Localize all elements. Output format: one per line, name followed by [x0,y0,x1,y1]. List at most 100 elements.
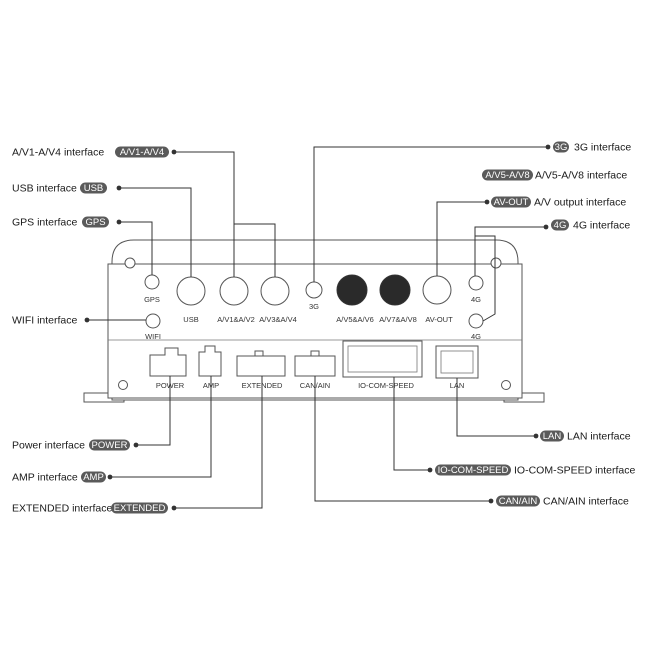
callout-gps-text: GPS interface [12,217,78,229]
wifi-port [145,313,161,329]
callout-power-tag-text: POWER [92,440,128,451]
power-port [149,347,187,377]
av-out-port-label: AV-OUT [425,315,453,324]
g4-top-port-label: 4G [471,295,481,304]
callout-usb-tag-text: USB [84,183,104,194]
leader-usb [119,187,192,277]
leader-dot-extended [171,505,177,511]
leader-lan [456,378,536,437]
leader-4g-bottom [474,227,496,322]
wifi-port-label: WIFI [145,332,161,341]
usb-port-label: USB [183,315,198,324]
callout-av14-text: A/V1-A/V4 interface [12,147,104,159]
callout-iocom-tag-text: IO-COM-SPEED [438,465,509,476]
canain-latch [310,350,320,357]
callout-usb-tag [80,182,107,194]
callout-wifi-text: WIFI interface [12,315,78,327]
callout-amp-tag [81,471,106,483]
callout-lan-text: LAN interface [567,431,631,443]
leader-canain [314,376,491,502]
leader-gps [119,221,153,275]
callout-av58-tag [482,169,533,181]
leader-dot-avout [484,199,490,205]
callout-av14-tag-text: A/V1-A/V4 [120,147,164,158]
canain-port [294,355,336,377]
io-com-speed-port [342,340,423,378]
callout-4g-tag-text: 4G [554,220,567,231]
gps-port [144,274,160,290]
callout-4g-tag [551,219,569,231]
callout-lan-tag-text: LAN [543,431,562,442]
io-com-speed-port-label: IO-COM-SPEED [358,381,414,390]
leader-dot-lan [533,433,539,439]
usb-port [176,276,206,306]
leader-dot-amp [107,474,113,480]
av3-av4-port-label: A/V3&A/V4 [259,315,297,324]
av5-av6-port [336,274,368,306]
callout-av58-tag-text: A/V5-A/V8 [485,170,529,181]
callout-power-text: Power interface [12,440,85,452]
left-callouts: A/V1-A/V4 interface A/V1-A/V4 USB interf… [12,146,169,515]
leader-dot-usb [116,185,122,191]
leader-dot-iocom [427,467,433,473]
callout-av58-text: A/V5-A/V8 interface [535,170,627,182]
leader-av14-main [174,151,235,277]
callout-av14-tag [115,146,169,158]
callout-extended-text: EXTENDED interface [12,503,113,515]
leader-amp [110,376,212,478]
g3-port [305,281,323,299]
av7-av8-port-label: A/V7&A/V8 [379,315,417,324]
screw-top-left [124,257,136,269]
lan-port-inner [440,350,474,374]
leader-iocom [393,377,430,471]
callout-usb-text: USB interface [12,183,77,195]
callout-extended-tag-text: EXTENDED [114,503,166,514]
av7-av8-port [379,274,411,306]
leader-dot-canain [488,498,494,504]
callout-canain-tag-text: CAN/AIN [499,496,538,507]
callout-amp-tag-text: AMP [83,472,104,483]
leader-power [136,376,171,446]
callout-4g-text: 4G interface [573,220,630,232]
callout-extended-tag [111,502,168,514]
callout-amp-text: AMP interface [12,472,78,484]
leader-lines [84,144,551,511]
screw-top-right [490,257,502,269]
extended-latch [254,350,264,357]
leader-dot-3g [545,144,551,150]
leader-dot-wifi [84,317,90,323]
callout-avout-tag [491,196,531,208]
extended-port [236,355,286,377]
gps-port-label: GPS [144,295,160,304]
callout-canain-tag [496,495,540,507]
av5-av6-port-label: A/V5&A/V6 [336,315,374,324]
callout-3g-text: 3G interface [574,142,631,154]
g4-top-port [468,275,484,291]
leader-extended [174,376,263,509]
right-callouts: 3G 3G interface A/V5-A/V8 A/V5-A/V8 inte… [435,141,636,508]
leader-3g [313,146,548,282]
callout-gps-tag-text: GPS [85,217,105,228]
callout-gps-tag [82,216,109,228]
callout-power-tag [89,439,130,451]
av1-av2-port-label: A/V1&A/V2 [217,315,255,324]
av1-av2-port [219,276,249,306]
callout-iocom-text: IO-COM-SPEED interface [514,465,636,477]
screw-bottom-right [501,380,511,390]
callout-canain-text: CAN/AIN interface [543,496,629,508]
av-out-port [422,275,452,305]
leader-dot-av14 [171,149,177,155]
leader-av14-branch [234,223,276,277]
callout-3g-tag-text: 3G [555,142,568,153]
leader-avout [436,201,487,276]
g3-port-label: 3G [309,302,319,311]
av3-av4-port [260,276,290,306]
leader-dot-power [133,442,139,448]
callout-iocom-tag [435,464,511,476]
g4-bottom-port [468,313,484,329]
callout-avout-text: A/V output interface [534,197,626,209]
io-com-speed-port-inner [347,345,418,373]
screw-bottom-left [118,380,128,390]
leader-dot-gps [116,219,122,225]
